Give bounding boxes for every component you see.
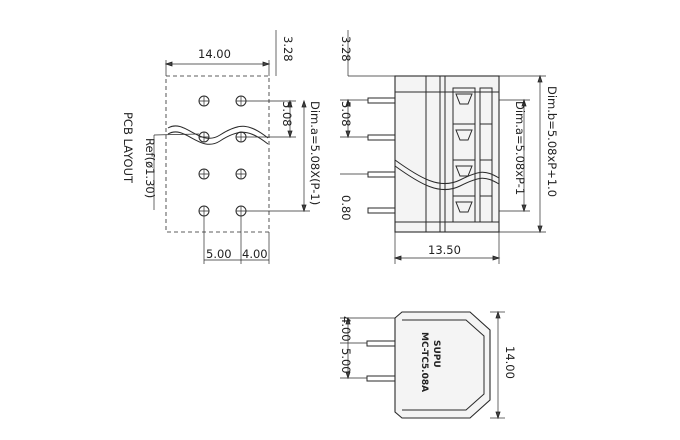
front-break-line [394, 159, 500, 185]
front-dim-b-label: Dim.b=5.08xP+1.0 [545, 86, 559, 197]
side-body [394, 311, 491, 419]
pcb-holes [198, 95, 247, 217]
side-label-model: MC-TC5.08A [419, 332, 429, 392]
side-dim-lower-label: 5.00 [339, 348, 353, 374]
side-dim-top-label: 4.00 [339, 316, 353, 342]
side-dim-height-label: 14.00 [503, 346, 517, 379]
side-view: SUPU MC-TC5.08A 4.00 5.00 14.00 [339, 310, 517, 420]
side-pin [366, 340, 396, 347]
dim-a-label: Dim.a=5.08X(P-1) [308, 101, 322, 205]
side-label-brand: SUPU [431, 340, 441, 368]
side-pin [366, 375, 396, 382]
dim-width-label: 14.00 [198, 47, 231, 61]
dim-pitch-label: 5.08 [280, 101, 294, 127]
pcb-layout-title: PCB LAYOUT [121, 112, 135, 184]
front-dim-depth-label: 13.50 [428, 243, 461, 257]
dim-top-label: 3.28 [281, 36, 295, 62]
front-dim-a-label: Dim.a=5.08xP-1 [513, 101, 527, 195]
dim-bottom-left-label: 5.00 [206, 247, 232, 261]
front-view: 3.28 5.08 0.80 Dim.a=5.08xP-1 Dim.b=5.08… [339, 30, 559, 264]
terminal-body [394, 75, 500, 233]
front-dim-top-label: 3.28 [339, 36, 353, 62]
pcb-layout-view: 14.00 3.28 Ref(ø1.30) PCB LAYOUT [121, 30, 322, 264]
front-dim-offset-label: 0.80 [339, 195, 353, 221]
dim-bottom-right-label: 4.00 [242, 247, 268, 261]
front-dim-pitch-label: 5.08 [339, 101, 353, 127]
pcb-outline [165, 75, 270, 233]
ref-label: Ref(ø1.30) [143, 138, 157, 198]
break-line [167, 125, 269, 139]
pins [367, 97, 396, 214]
